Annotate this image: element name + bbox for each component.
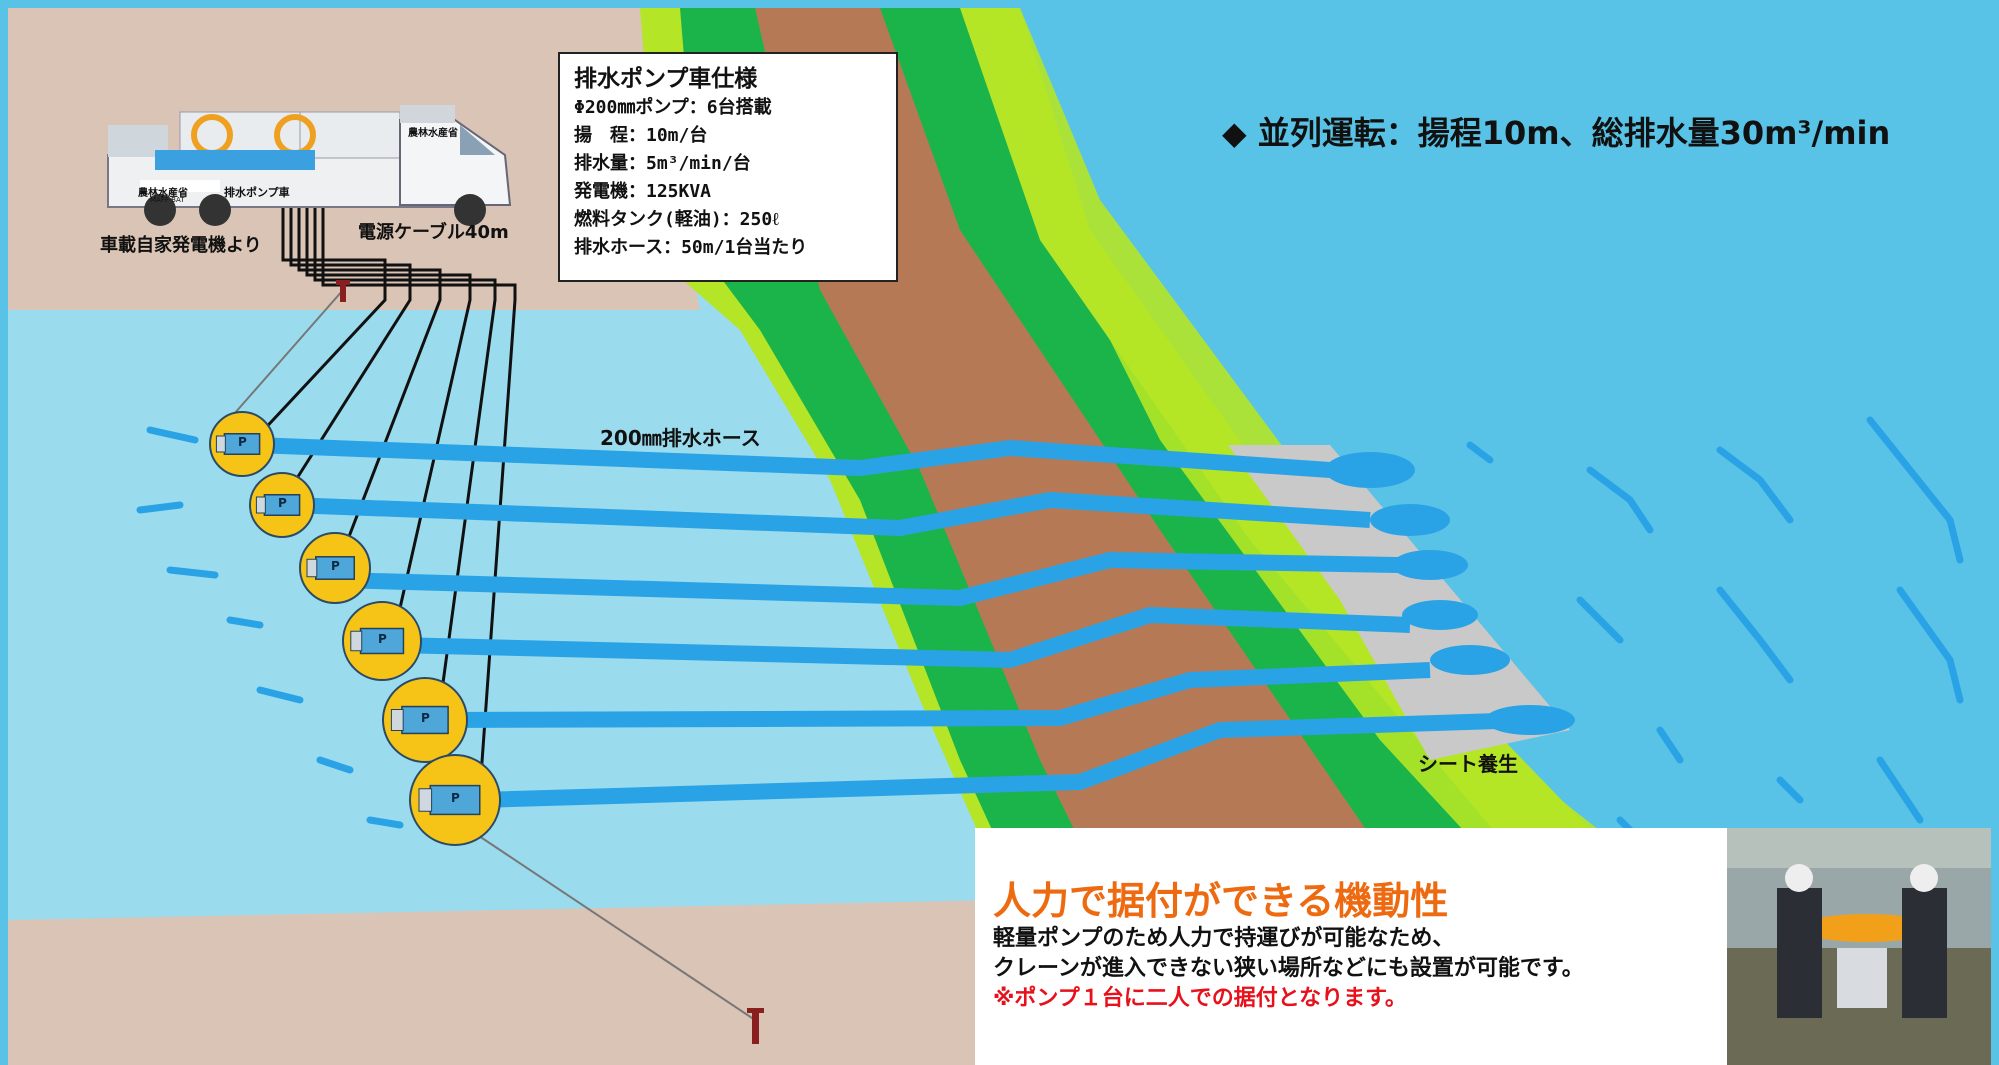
pump-2: [249, 472, 315, 538]
pump-1: [209, 411, 275, 477]
mobility-note: ※ポンプ１台に二人での据付となります。: [993, 986, 1407, 1011]
stake-icon: [336, 280, 350, 302]
truck-sub-label: MAFF-BAT: [150, 196, 185, 204]
spec-box: 排水ポンプ車仕様 Φ200㎜ポンプ：6台搭載 揚 程：10m/台 排水量：5m³…: [558, 52, 898, 282]
hose-5: [439, 662, 1431, 728]
pump-letter-label: P: [278, 496, 287, 510]
pump-5: [382, 677, 468, 763]
spec-line: 燃料タンク(軽油)：250ℓ: [574, 209, 779, 230]
pump-letter-label: P: [331, 559, 340, 573]
truck-side-label-left: 農林水産省: [138, 188, 188, 199]
photo-workers: [1727, 828, 1991, 1065]
power-cables: [243, 190, 517, 791]
sheet-label: シート養生: [1418, 752, 1518, 776]
pump-letter-label: P: [238, 435, 247, 449]
drain-hoses: [254, 437, 1531, 808]
pump-4: [342, 601, 422, 681]
pump-icon: [209, 411, 501, 846]
pump-letter-label: P: [378, 632, 387, 646]
hose-4: [394, 607, 1411, 668]
spec-title: 排水ポンプ車仕様: [574, 66, 758, 92]
guide-rope-bottom: [454, 819, 756, 1021]
cable-label: 電源ケーブル40m: [358, 222, 509, 243]
levee-crest-brown: [755, 8, 1560, 1065]
truck-icon: [107, 105, 512, 226]
guide-rope-top: [219, 289, 344, 431]
hose-label: 200㎜排水ホース: [600, 426, 761, 450]
parallel-operation-text: ◆ 並列運転：揚程10m、総排水量30m³/min: [1222, 114, 1891, 152]
hose-2: [289, 492, 1371, 536]
truck-side-label-right: 排水ポンプ車: [224, 186, 290, 199]
mobility-panel: 人力で据付ができる機動性 軽量ポンプのため人力で持運びが可能なため、 クレーンが…: [975, 828, 1727, 1065]
pump-6: [409, 754, 501, 846]
spec-line: 排水ホース：50m/1台当たり: [574, 237, 808, 258]
hose-6: [479, 712, 1531, 808]
pump-3: [299, 532, 371, 604]
mobility-line-2: クレーンが進入できない狭い場所などにも設置が可能です。: [993, 956, 1584, 981]
spec-line: 発電機：125KVA: [574, 181, 712, 202]
pump-letter-label: P: [421, 711, 430, 725]
mobility-heading: 人力で据付ができる機動性: [993, 879, 1449, 923]
hose-3: [339, 552, 1401, 606]
splash-icon: [1325, 452, 1575, 735]
truck-door-label: 農林水産省: [408, 128, 458, 139]
levee-slope-outer: [980, 8, 1650, 870]
hose-1: [254, 437, 1331, 478]
spec-line: 揚 程：10m/台: [574, 125, 708, 146]
spec-line: 排水量：5m³/min/台: [574, 153, 751, 174]
spec-line: Φ200㎜ポンプ：6台搭載: [574, 97, 772, 118]
mobility-line-1: 軽量ポンプのため人力で持運びが可能なため、: [993, 926, 1455, 951]
water-streaks: [136, 416, 1964, 844]
stake-icon: [747, 1008, 764, 1044]
generator-label: 車載自家発電機より: [100, 235, 262, 256]
land-bottom: [8, 900, 1010, 1065]
pump-letter-label: P: [451, 791, 460, 805]
